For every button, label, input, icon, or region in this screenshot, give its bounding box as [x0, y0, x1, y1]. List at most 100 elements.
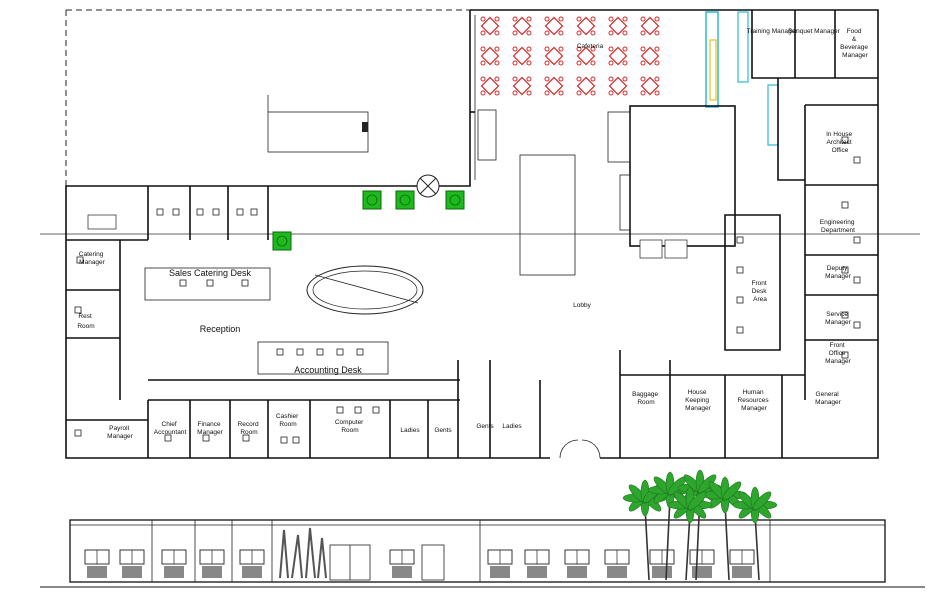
elevation-window: [729, 549, 755, 578]
label-catering-manager: Catering Manager: [79, 251, 106, 266]
cafe-table: [640, 76, 660, 96]
chair: [242, 434, 250, 442]
cafe-table: [544, 76, 564, 96]
cafe-table: [576, 76, 596, 96]
label-ladies-2: Ladies: [502, 423, 522, 430]
label-in-house-architect: In House Architect Office: [826, 131, 854, 154]
cafe-table: [512, 16, 532, 36]
chair: [336, 406, 344, 414]
office-chairs: [74, 136, 861, 444]
chair: [841, 351, 849, 359]
planter: [395, 190, 415, 210]
label-banquet-manager: Banquet Manager: [788, 28, 841, 35]
chair: [841, 201, 849, 209]
label-accounting-desk: Accounting Desk: [294, 365, 362, 375]
label-human-resources-manager: Human Resources Manager: [738, 389, 771, 412]
chair: [356, 348, 364, 356]
label-gents-1: Gents: [434, 427, 452, 434]
cafe-table: [544, 46, 564, 66]
label-gents-2: Gents: [476, 423, 494, 430]
elevation-window: [119, 549, 145, 578]
exterior-walls: [65, 9, 879, 459]
label-food-beverage-manager: Food & Beverage Manager: [840, 28, 870, 59]
label-deputy-manager: Deputy Manager: [825, 265, 851, 280]
top-right-rooms: [751, 10, 878, 400]
label-record-room: Record Room: [238, 421, 261, 436]
chair: [736, 326, 744, 334]
chair: [292, 436, 300, 444]
site-boundary-dashed: [65, 9, 470, 186]
label-service-manager: Service Manager: [825, 311, 851, 326]
label-front-office-manager: Front Office Manager: [825, 342, 851, 365]
label-training-manager: Training Manager: [747, 28, 799, 35]
cafe-table: [512, 46, 532, 66]
planter: [272, 231, 292, 251]
label-sales-catering-desk: Sales Catering Desk: [169, 268, 252, 278]
label-ladies-1: Ladies: [400, 427, 420, 434]
chair: [736, 296, 744, 304]
label-baggage-room: Baggage Room: [632, 391, 660, 406]
elevation-window: [487, 549, 513, 578]
planter: [362, 190, 382, 210]
chair: [841, 266, 849, 274]
round-fixture-icon: [416, 174, 440, 198]
chair: [354, 406, 362, 414]
chair: [156, 208, 164, 216]
chair: [736, 266, 744, 274]
chair: [196, 208, 204, 216]
chair: [336, 348, 344, 356]
palm-tree: [622, 479, 668, 581]
chair: [841, 311, 849, 319]
chair: [841, 136, 849, 144]
cafeteria-tables: [480, 16, 660, 96]
cafe-table: [576, 16, 596, 36]
elevation-window: [389, 549, 415, 578]
palm-trees: [622, 469, 778, 581]
chair: [853, 156, 861, 164]
label-chief-accountant: Chief Accountant: [154, 421, 187, 436]
chair: [250, 208, 258, 216]
central-structures: [477, 105, 736, 276]
cafe-table: [480, 46, 500, 66]
label-engineering-department: Engineering Department: [820, 219, 857, 234]
chair: [202, 434, 210, 442]
label-general-manager: General Manager: [815, 391, 841, 406]
planter: [445, 190, 465, 210]
chair: [372, 406, 380, 414]
chair: [853, 321, 861, 329]
label-rest-room: Rest Room: [77, 313, 94, 330]
cafe-table: [608, 46, 628, 66]
canopy: [267, 95, 369, 153]
label-cashier-room: Cashier Room: [276, 413, 300, 428]
cafe-table: [512, 76, 532, 96]
left-offices: [66, 186, 541, 458]
label-reception: Reception: [200, 324, 241, 334]
planters: [272, 190, 465, 251]
elevation-window: [524, 549, 550, 578]
chair: [241, 279, 249, 287]
chair: [316, 348, 324, 356]
chair: [212, 208, 220, 216]
chair: [164, 434, 172, 442]
room-labels: Training Manager Banquet Manager Food & …: [77, 28, 870, 440]
elevation-window: [84, 549, 110, 578]
elevation-window: [689, 549, 715, 578]
elevation-window: [239, 549, 265, 578]
chair: [296, 348, 304, 356]
cafe-table: [544, 16, 564, 36]
label-lobby: Lobby: [573, 302, 591, 309]
palm-tree: [667, 486, 713, 581]
cafe-table: [480, 16, 500, 36]
cafe-table: [640, 46, 660, 66]
chair: [276, 348, 284, 356]
chair: [853, 236, 861, 244]
chair: [179, 279, 187, 287]
chair: [74, 429, 82, 437]
chair: [280, 436, 288, 444]
chair: [172, 208, 180, 216]
chair: [236, 208, 244, 216]
label-finance-manager: Finance Manager: [197, 421, 223, 436]
chair: [206, 279, 214, 287]
cafe-table: [608, 76, 628, 96]
